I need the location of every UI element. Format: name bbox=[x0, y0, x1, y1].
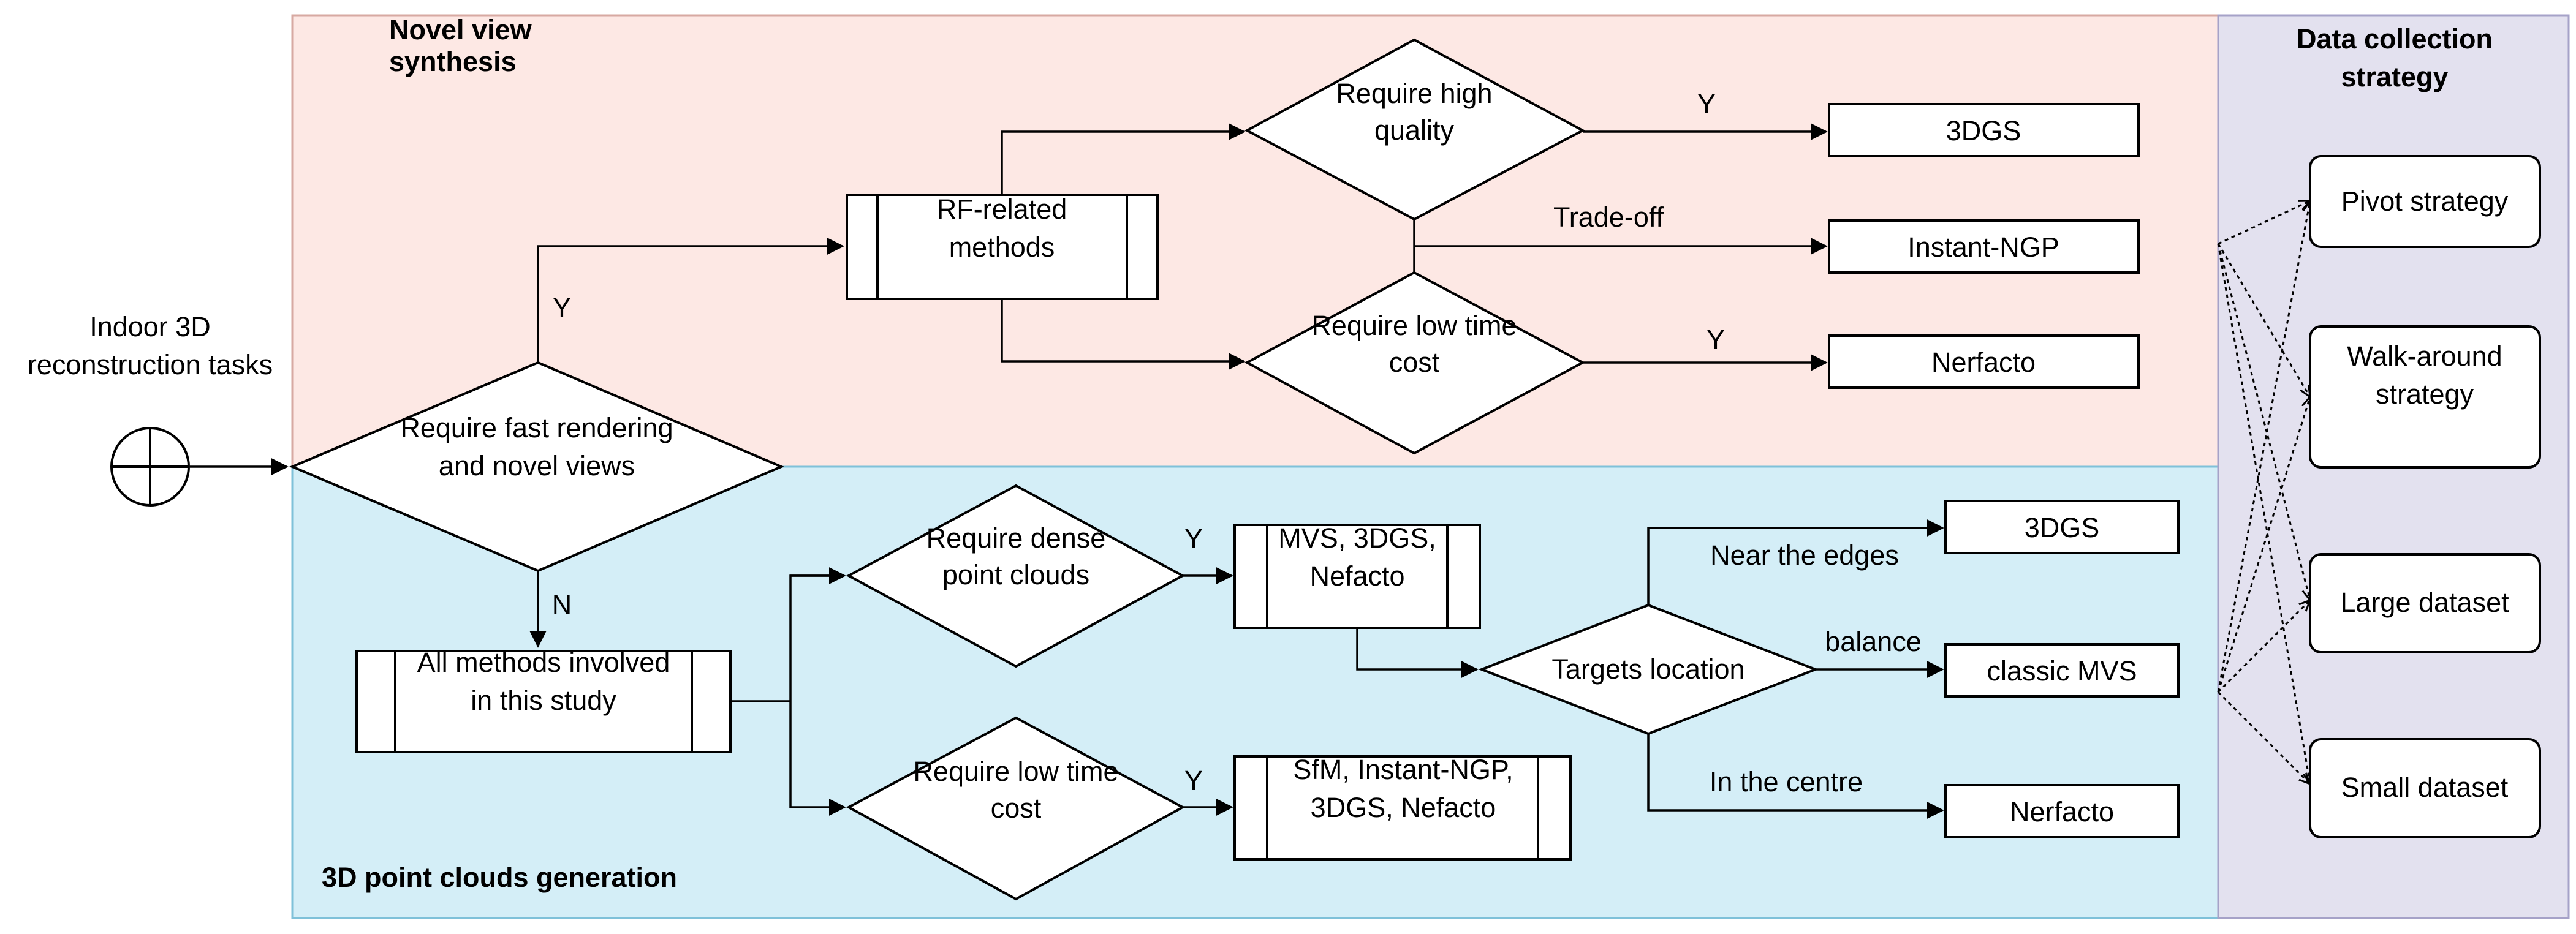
process-mvs-group bbox=[1233, 524, 1481, 629]
edge-label-balance: balance bbox=[1825, 626, 1922, 657]
decision-targets-location bbox=[1478, 603, 1819, 736]
start-node bbox=[110, 427, 190, 507]
edge-fast-rendering-to-rf bbox=[537, 238, 844, 363]
point-clouds-region-title: 3D point clouds generation bbox=[322, 862, 677, 893]
decision-low-time-nv bbox=[1244, 271, 1586, 455]
edge-label-n-fast: N bbox=[552, 589, 572, 620]
edge-tradeoff-to-instant-ngp bbox=[1413, 219, 1826, 273]
strategy-small-dataset-label: Small dataset bbox=[2341, 772, 2509, 803]
edge-label-y-dense: Y bbox=[1184, 523, 1203, 554]
edge-label-y-lowtime-pc: Y bbox=[1184, 765, 1203, 796]
decision-targets-location-label: Targets location bbox=[1551, 653, 1744, 685]
decision-dense-point bbox=[846, 484, 1186, 668]
output-classic-mvs bbox=[1944, 643, 2180, 698]
decision-high-quality bbox=[1244, 38, 1586, 221]
strategy-walk-around bbox=[2309, 325, 2541, 469]
edge-rf-to-high-quality bbox=[1001, 123, 1246, 195]
strategy-small-dataset bbox=[2309, 738, 2541, 838]
process-mvs-group-label: MVS, 3DGS,Nefacto bbox=[1278, 522, 1436, 592]
output-classic-mvs-label: classic MVS bbox=[1987, 655, 2137, 687]
edge-label-y-fast: Y bbox=[553, 292, 571, 323]
edge-label-tradeoff: Trade-off bbox=[1553, 201, 1664, 233]
strategy-pivot bbox=[2309, 155, 2541, 248]
output-nerfacto-pc bbox=[1944, 784, 2180, 838]
decision-fast-rendering bbox=[289, 361, 785, 573]
output-3dgs-nv-label: 3DGS bbox=[1946, 115, 2021, 146]
strategy-large-dataset bbox=[2309, 553, 2541, 653]
edge-label-y-quality: Y bbox=[1697, 88, 1716, 119]
edge-targets-to-nerfacto bbox=[1647, 734, 1944, 819]
edge-targets-to-3dgs bbox=[1647, 519, 1944, 605]
process-all-methods bbox=[355, 650, 732, 753]
strategy-large-dataset-label: Large dataset bbox=[2340, 587, 2509, 618]
process-rf-methods bbox=[846, 194, 1159, 300]
process-sfm-group-label: SfM, Instant-NGP,3DGS, Nefacto bbox=[1293, 754, 1513, 823]
output-nerfacto-nv bbox=[1828, 334, 2140, 389]
output-instant-ngp-label: Instant-NGP bbox=[1907, 232, 2059, 263]
output-3dgs-pc bbox=[1944, 500, 2180, 554]
strategy-dashed-edges bbox=[2217, 201, 2310, 784]
edge-label-near-edges: Near the edges bbox=[1710, 540, 1899, 571]
output-nerfacto-pc-label: Nerfacto bbox=[2010, 796, 2114, 827]
edge-label-in-centre: In the centre bbox=[1710, 766, 1863, 797]
output-instant-ngp bbox=[1828, 219, 2140, 274]
edge-label-y-lowtime-nv: Y bbox=[1707, 324, 1725, 355]
strategy-pivot-label: Pivot strategy bbox=[2341, 186, 2509, 217]
edge-rf-to-low-time-nv bbox=[1001, 299, 1246, 370]
process-sfm-group bbox=[1233, 755, 1572, 861]
decision-low-time-pc bbox=[846, 716, 1186, 901]
edge-mvs-group-to-targets bbox=[1356, 628, 1479, 678]
output-3dgs-pc-label: 3DGS bbox=[2025, 512, 2100, 543]
output-nerfacto-nv-label: Nerfacto bbox=[1931, 347, 2036, 378]
output-3dgs-nv bbox=[1828, 103, 2140, 157]
